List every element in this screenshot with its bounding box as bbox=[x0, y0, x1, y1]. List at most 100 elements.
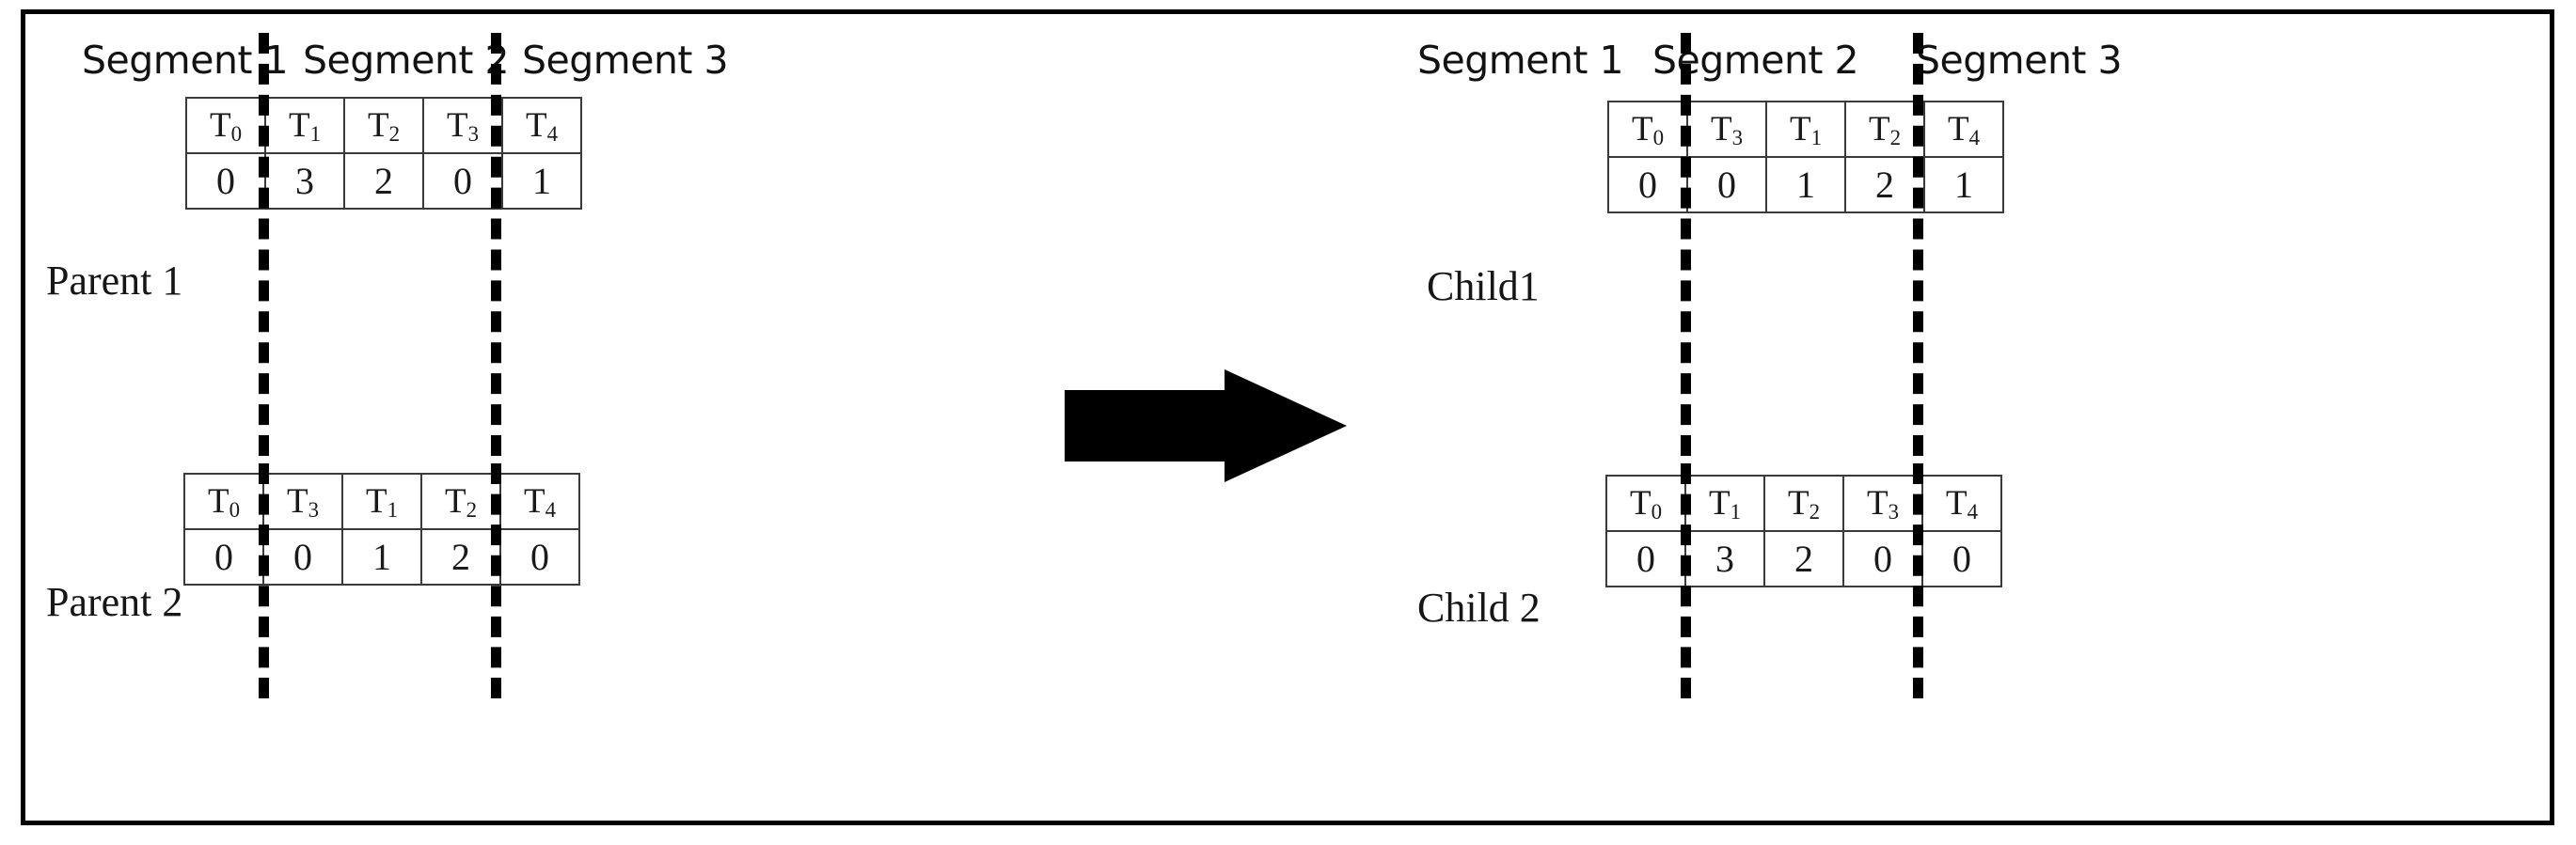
task-base: T bbox=[209, 106, 231, 145]
task-base: T bbox=[367, 106, 389, 145]
task-base: T bbox=[286, 482, 308, 521]
table-row: 0 3 2 0 1 bbox=[185, 152, 582, 210]
child-2-task-1: T1 bbox=[1684, 475, 1765, 532]
task-base: T bbox=[1866, 484, 1889, 523]
child-1-label: Child1 bbox=[1427, 263, 1540, 309]
task-base: T bbox=[525, 106, 547, 145]
task-subscript: 4 bbox=[1967, 500, 1979, 524]
child-2-task-4: T4 bbox=[1921, 475, 2002, 532]
cut-line-right-a-top bbox=[1681, 33, 1691, 456]
task-subscript: 3 bbox=[1731, 126, 1744, 150]
cut-line-right-a-bottom bbox=[1681, 463, 1691, 698]
child-1-value-3: 2 bbox=[1844, 156, 1925, 213]
parent-2-task-0: T0 bbox=[183, 473, 264, 530]
table-row: T0 T1 T2 T3 T4 bbox=[1605, 475, 2002, 532]
child-1-value-0: 0 bbox=[1607, 156, 1688, 213]
task-base: T bbox=[1789, 110, 1811, 149]
child-1-task-4: T4 bbox=[1923, 101, 2004, 158]
figure-frame: Segment 1 Segment 2 Segment 3 Parent 1 T… bbox=[21, 9, 2554, 825]
parent-1-task-4: T4 bbox=[501, 97, 582, 154]
task-subscript: 4 bbox=[546, 122, 559, 147]
task-subscript: 3 bbox=[467, 122, 480, 147]
child-2-task-0: T0 bbox=[1605, 475, 1686, 532]
segment-header-row-right: Segment 1 Segment 2 Segment 3 bbox=[1380, 31, 2546, 89]
parent-1-value-0: 0 bbox=[185, 152, 266, 210]
task-base: T bbox=[1868, 110, 1890, 149]
table-row: 0 3 2 0 0 bbox=[1605, 530, 2002, 587]
cut-line-right-b-top bbox=[1913, 33, 1923, 456]
parent-2-value-4: 0 bbox=[499, 528, 580, 586]
child-2-task-2: T2 bbox=[1763, 475, 1844, 532]
task-base: T bbox=[365, 482, 387, 521]
task-base: T bbox=[1631, 110, 1653, 149]
task-base: T bbox=[1708, 484, 1731, 523]
segment-label-left-3: Segment 3 bbox=[522, 38, 729, 83]
parent-1-value-1: 3 bbox=[264, 152, 345, 210]
child-1-value-2: 1 bbox=[1765, 156, 1846, 213]
task-base: T bbox=[207, 482, 229, 521]
task-subscript: 4 bbox=[545, 498, 557, 523]
task-base: T bbox=[1947, 110, 1969, 149]
task-subscript: 2 bbox=[466, 498, 478, 523]
child-2-value-3: 0 bbox=[1842, 530, 1923, 587]
parent-2-value-0: 0 bbox=[183, 528, 264, 586]
parent-2-label: Parent 2 bbox=[46, 579, 183, 625]
parent-1-label: Parent 1 bbox=[46, 258, 183, 304]
child-2-value-0: 0 bbox=[1605, 530, 1686, 587]
child-1-table: T0 T3 T1 T2 T4 0 bbox=[1607, 101, 2004, 213]
parent-1-task-2: T2 bbox=[343, 97, 424, 154]
task-base: T bbox=[523, 482, 545, 521]
parent-2-table: T0 T3 T1 T2 T4 0 bbox=[183, 473, 580, 586]
task-subscript: 2 bbox=[1889, 126, 1902, 150]
parent-2-value-2: 1 bbox=[341, 528, 422, 586]
segment-label-right-1: Segment 1 bbox=[1417, 38, 1624, 83]
cut-line-left-b-bottom bbox=[491, 463, 501, 698]
child-2-label: Child 2 bbox=[1417, 585, 1541, 631]
task-subscript: 4 bbox=[1968, 126, 1981, 150]
child-1-task-1: T3 bbox=[1686, 101, 1767, 158]
task-base: T bbox=[288, 106, 310, 145]
task-base: T bbox=[1787, 484, 1810, 523]
task-base: T bbox=[446, 106, 468, 145]
task-subscript: 0 bbox=[1651, 500, 1663, 524]
task-base: T bbox=[1945, 484, 1968, 523]
task-subscript: 2 bbox=[388, 122, 401, 147]
segment-header-row-left: Segment 1 Segment 2 Segment 3 bbox=[25, 31, 1041, 89]
parent-2-task-4: T4 bbox=[499, 473, 580, 530]
child-2-table: T0 T1 T2 T3 T4 0 bbox=[1605, 475, 2002, 587]
table-row: T0 T3 T1 T2 T4 bbox=[1607, 101, 2004, 158]
parent-2-task-3: T2 bbox=[420, 473, 501, 530]
table-row: T0 T1 T2 T3 T4 bbox=[185, 97, 582, 154]
child-1-task-2: T1 bbox=[1765, 101, 1846, 158]
child-2-task-3: T3 bbox=[1842, 475, 1923, 532]
task-subscript: 2 bbox=[1809, 500, 1821, 524]
segment-label-left-1: Segment 1 bbox=[82, 38, 289, 83]
task-subscript: 1 bbox=[387, 498, 399, 523]
task-subscript: 1 bbox=[309, 122, 322, 147]
task-subscript: 0 bbox=[1652, 126, 1665, 150]
cut-line-left-b-top bbox=[491, 33, 501, 456]
child-2-value-2: 2 bbox=[1763, 530, 1844, 587]
task-subscript: 3 bbox=[308, 498, 320, 523]
task-base: T bbox=[1710, 110, 1732, 149]
parent-1-task-3: T3 bbox=[422, 97, 503, 154]
child-2-value-1: 3 bbox=[1684, 530, 1765, 587]
task-subscript: 1 bbox=[1810, 126, 1823, 150]
segment-label-left-2: Segment 2 bbox=[303, 38, 510, 83]
parent-2-value-3: 2 bbox=[420, 528, 501, 586]
parent-2-value-1: 0 bbox=[262, 528, 343, 586]
child-2-value-4: 0 bbox=[1921, 530, 2002, 587]
child-1-value-1: 0 bbox=[1686, 156, 1767, 213]
task-subscript: 1 bbox=[1730, 500, 1742, 524]
child-1-task-0: T0 bbox=[1607, 101, 1688, 158]
segment-label-right-3: Segment 3 bbox=[1916, 38, 2123, 83]
table-row: 0 0 1 2 0 bbox=[183, 528, 580, 586]
task-subscript: 3 bbox=[1888, 500, 1900, 524]
cut-line-right-b-bottom bbox=[1913, 463, 1923, 698]
task-base: T bbox=[444, 482, 466, 521]
task-subscript: 0 bbox=[230, 122, 243, 147]
parent-1-task-1: T1 bbox=[264, 97, 345, 154]
parent-1-task-0: T0 bbox=[185, 97, 266, 154]
parent-1-value-3: 0 bbox=[422, 152, 503, 210]
